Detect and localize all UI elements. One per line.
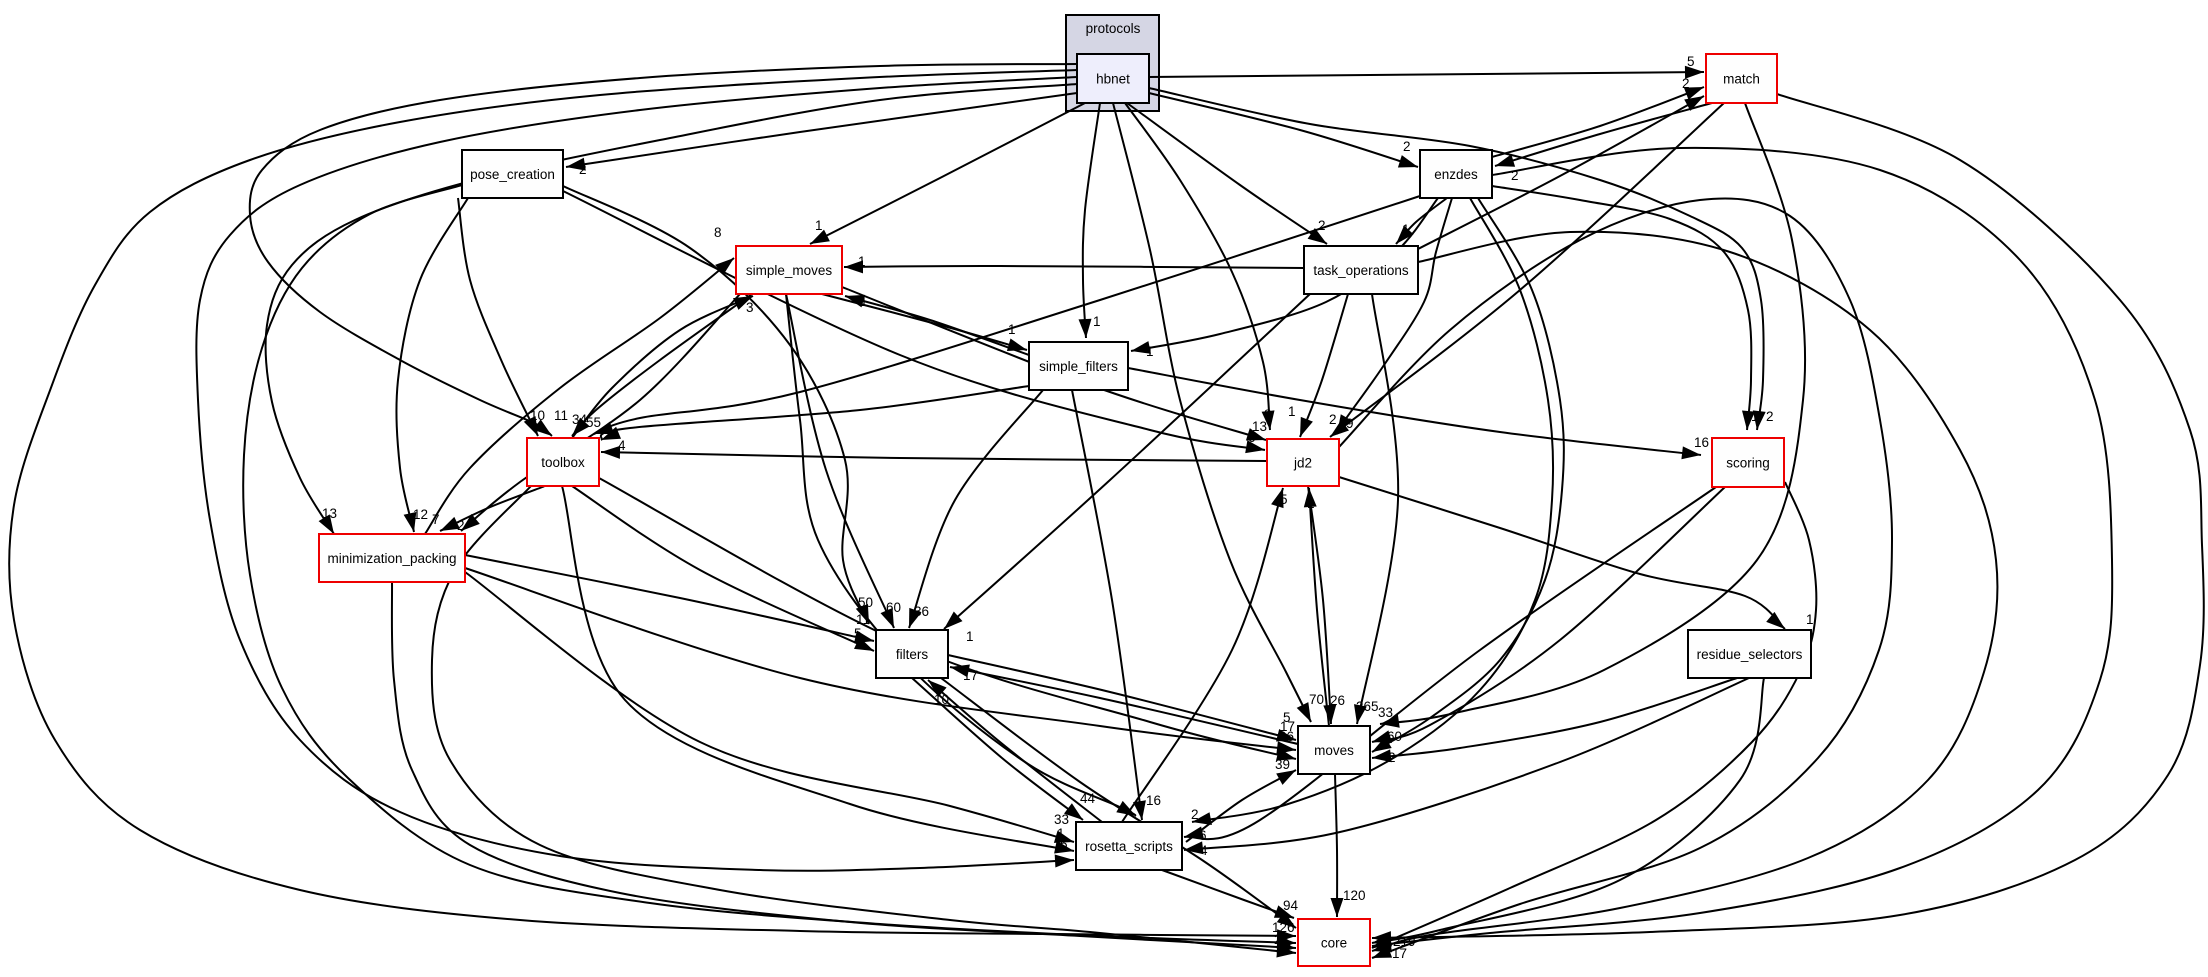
svg-text:1: 1 <box>858 254 866 269</box>
svg-text:pose_creation: pose_creation <box>470 167 555 182</box>
svg-text:3: 3 <box>746 300 754 315</box>
svg-text:enzdes: enzdes <box>1434 167 1478 182</box>
svg-text:70: 70 <box>1309 692 1324 707</box>
svg-text:1: 1 <box>1288 404 1296 419</box>
svg-text:120: 120 <box>1343 888 1366 903</box>
svg-text:36: 36 <box>914 604 929 619</box>
svg-text:hbnet: hbnet <box>1096 72 1130 87</box>
svg-text:2: 2 <box>1388 750 1396 765</box>
svg-text:50: 50 <box>858 595 873 610</box>
svg-text:rosetta_scripts: rosetta_scripts <box>1085 839 1173 854</box>
svg-text:2: 2 <box>1766 409 1774 424</box>
svg-text:4: 4 <box>618 438 626 453</box>
svg-text:task_operations: task_operations <box>1313 263 1409 278</box>
svg-text:13: 13 <box>322 506 337 521</box>
svg-text:39: 39 <box>1275 757 1290 772</box>
svg-text:11: 11 <box>554 408 568 423</box>
svg-text:5: 5 <box>1280 492 1288 507</box>
svg-text:1: 1 <box>860 294 868 309</box>
svg-text:8: 8 <box>1264 407 1272 422</box>
svg-text:core: core <box>1321 936 1347 951</box>
svg-text:34: 34 <box>572 412 588 427</box>
svg-text:10: 10 <box>934 692 949 707</box>
svg-text:1: 1 <box>1008 322 1016 337</box>
svg-text:2: 2 <box>604 422 612 437</box>
svg-text:simple_moves: simple_moves <box>746 263 833 278</box>
svg-text:4: 4 <box>1200 843 1208 858</box>
svg-text:5: 5 <box>1060 837 1068 852</box>
svg-text:protocols: protocols <box>1086 21 1141 36</box>
svg-text:2: 2 <box>1191 807 1199 822</box>
svg-text:2: 2 <box>1511 168 1519 183</box>
svg-text:8: 8 <box>714 225 722 240</box>
svg-text:1: 1 <box>1057 826 1065 841</box>
svg-text:9: 9 <box>1346 416 1354 431</box>
svg-text:6: 6 <box>1248 430 1256 445</box>
svg-text:16: 16 <box>1694 435 1709 450</box>
svg-text:12: 12 <box>413 507 428 522</box>
svg-text:1: 1 <box>1402 222 1410 237</box>
svg-text:2: 2 <box>1329 412 1337 427</box>
svg-text:55: 55 <box>586 415 601 430</box>
svg-text:7: 7 <box>432 512 440 527</box>
svg-text:2: 2 <box>1318 218 1326 233</box>
svg-text:94: 94 <box>1283 898 1299 913</box>
svg-text:17: 17 <box>1280 719 1295 734</box>
svg-text:1: 1 <box>1280 910 1288 925</box>
svg-text:10: 10 <box>530 408 545 423</box>
svg-text:1: 1 <box>1146 344 1154 359</box>
svg-text:265: 265 <box>1356 699 1379 714</box>
svg-text:1: 1 <box>815 218 823 233</box>
svg-text:33: 33 <box>1378 705 1393 720</box>
svg-text:scoring: scoring <box>1726 456 1770 471</box>
svg-text:16: 16 <box>1146 793 1161 808</box>
svg-text:5: 5 <box>854 626 862 641</box>
svg-text:5: 5 <box>1283 710 1291 725</box>
svg-text:5: 5 <box>1687 54 1695 69</box>
svg-text:60: 60 <box>886 600 901 615</box>
svg-text:filters: filters <box>896 647 929 662</box>
svg-text:jd2: jd2 <box>1293 456 1312 471</box>
svg-text:17: 17 <box>1276 942 1291 957</box>
svg-text:96: 96 <box>1279 729 1294 744</box>
svg-text:13: 13 <box>1252 419 1267 434</box>
svg-text:1: 1 <box>1806 612 1814 627</box>
svg-text:minimization_packing: minimization_packing <box>327 551 456 566</box>
svg-text:residue_selectors: residue_selectors <box>1697 647 1803 662</box>
svg-text:1: 1 <box>966 629 974 644</box>
svg-text:6: 6 <box>1199 828 1207 843</box>
svg-text:2: 2 <box>457 518 465 533</box>
svg-text:moves: moves <box>1314 743 1354 758</box>
svg-text:60: 60 <box>1387 729 1402 744</box>
svg-text:2: 2 <box>1682 76 1690 91</box>
svg-text:2: 2 <box>579 162 587 177</box>
svg-text:33: 33 <box>1054 812 1069 827</box>
svg-text:toolbox: toolbox <box>541 455 585 470</box>
svg-text:1: 1 <box>1093 314 1101 329</box>
svg-text:26: 26 <box>1330 693 1345 708</box>
svg-text:simple_filters: simple_filters <box>1039 359 1118 374</box>
svg-text:match: match <box>1723 72 1760 87</box>
svg-text:2: 2 <box>1403 139 1411 154</box>
